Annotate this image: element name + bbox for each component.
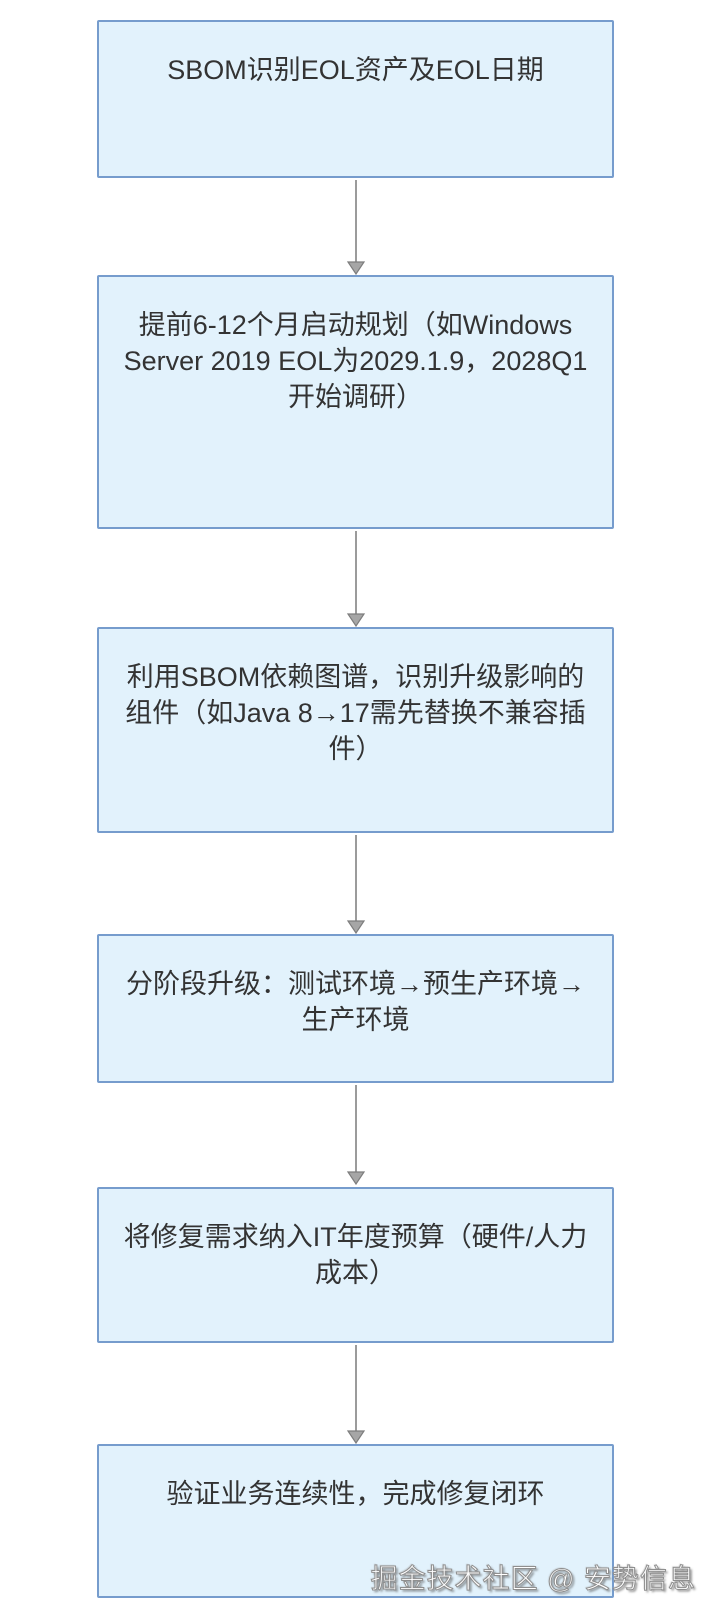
flow-step-3-label: 利用SBOM依赖图谱，识别升级影响的组件（如Java 8→17需先替换不兼容插件…	[125, 662, 586, 764]
arrow-down-icon	[346, 613, 366, 627]
flow-step-2-label: 提前6-12个月启动规划（如Windows Server 2019 EOL为20…	[123, 310, 588, 412]
flow-connector-5	[346, 1345, 366, 1444]
flow-step-4-label: 分阶段升级：测试环境→预生产环境→生产环境	[126, 969, 585, 1035]
flow-step-1-label: SBOM识别EOL资产及EOL日期	[167, 55, 544, 85]
arrow-shaft	[355, 1085, 357, 1174]
flow-connector-4	[346, 1085, 366, 1185]
flow-step-4: 分阶段升级：测试环境→预生产环境→生产环境	[97, 934, 614, 1083]
arrow-down-icon	[346, 1171, 366, 1185]
arrow-shaft	[355, 180, 357, 264]
flow-step-6: 验证业务连续性，完成修复闭环	[97, 1444, 614, 1598]
flow-step-6-label: 验证业务连续性，完成修复闭环	[166, 1479, 545, 1509]
arrow-down-icon	[346, 261, 366, 275]
flow-connector-2	[346, 531, 366, 627]
flow-step-1: SBOM识别EOL资产及EOL日期	[97, 20, 614, 178]
flow-step-5-label: 将修复需求纳入IT年度预算（硬件/人力成本）	[123, 1222, 588, 1288]
arrow-shaft	[355, 531, 357, 616]
arrow-down-icon	[346, 1430, 366, 1444]
arrow-shaft	[355, 1345, 357, 1433]
flow-connector-1	[346, 180, 366, 275]
flow-step-5: 将修复需求纳入IT年度预算（硬件/人力成本）	[97, 1187, 614, 1343]
arrow-down-icon	[346, 920, 366, 934]
flow-step-3: 利用SBOM依赖图谱，识别升级影响的组件（如Java 8→17需先替换不兼容插件…	[97, 627, 614, 833]
flow-step-2: 提前6-12个月启动规划（如Windows Server 2019 EOL为20…	[97, 275, 614, 529]
flow-connector-3	[346, 835, 366, 934]
arrow-shaft	[355, 835, 357, 923]
watermark-text: 掘金技术社区 @ 安势信息	[370, 1564, 696, 1595]
